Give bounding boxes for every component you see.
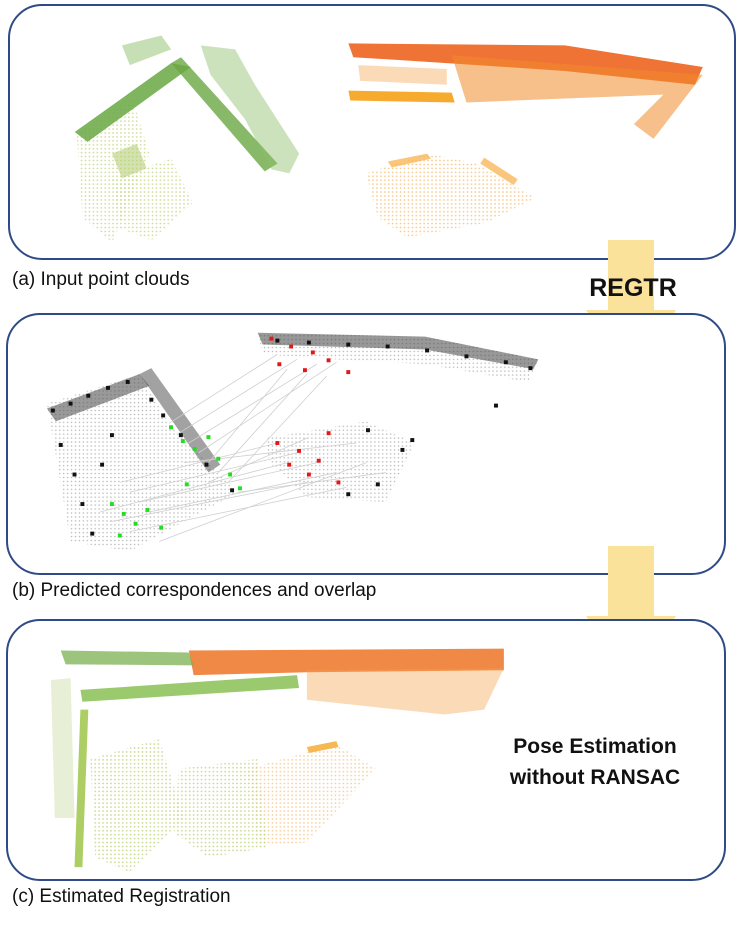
input-point-clouds-panel: [8, 4, 736, 260]
caption-estimated-registration: (c) Estimated Registration: [12, 886, 231, 907]
pose-estimation-label: Pose Estimation without RANSAC: [480, 731, 710, 793]
target-point-cloud: [188, 648, 504, 846]
correspondences-illustration: [46, 332, 539, 552]
keypoints: [50, 338, 533, 536]
input-point-clouds-illustration: [74, 35, 703, 243]
caption-correspondences: (b) Predicted correspondences and overla…: [12, 580, 377, 601]
registration-panel: [6, 619, 726, 881]
source-point-cloud: [74, 35, 300, 243]
target-point-cloud: [257, 332, 539, 503]
pose-label-line-1: Pose Estimation: [513, 735, 677, 758]
correspondence-lines: [100, 354, 386, 542]
overlap-points-target: [269, 336, 351, 485]
method-label: REGTR: [589, 274, 677, 302]
caption-input-point-clouds: (a) Input point clouds: [12, 269, 190, 290]
correspondences-panel: [6, 313, 726, 575]
source-point-cloud: [50, 650, 300, 873]
pose-label-line-2: without RANSAC: [509, 766, 681, 789]
target-point-cloud: [348, 43, 703, 238]
registration-illustration: [50, 648, 504, 873]
source-point-cloud: [46, 368, 238, 552]
overlap-points-source: [109, 425, 242, 538]
